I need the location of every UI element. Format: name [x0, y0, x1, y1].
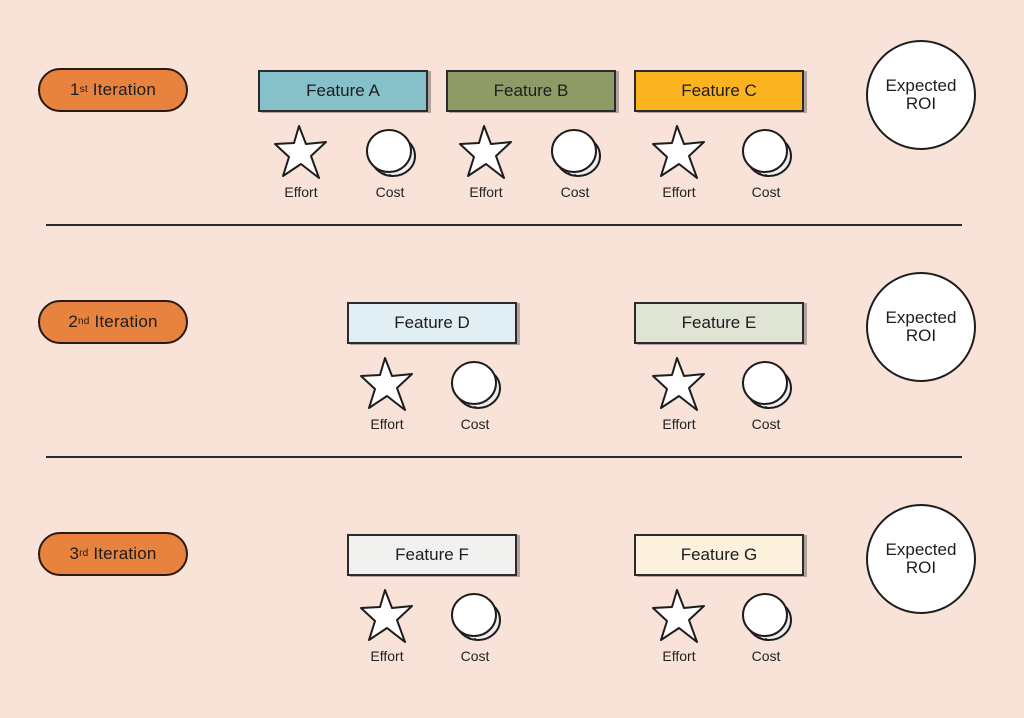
effort-label: Effort	[662, 184, 696, 200]
cost-label: Cost	[375, 184, 405, 200]
coin-icon	[731, 126, 801, 180]
feature-box: Feature C	[634, 70, 804, 112]
iteration-number: 2	[68, 312, 78, 331]
expected-roi-circle: Expected ROI	[866, 504, 976, 614]
iteration-suffix: rd	[79, 547, 89, 559]
star-icon	[451, 124, 521, 180]
effort-label: Effort	[662, 416, 696, 432]
star-icon	[644, 124, 714, 180]
coin-icon	[440, 358, 510, 412]
coin-icon	[440, 590, 510, 644]
effort-label: Effort	[370, 416, 404, 432]
coin-icon	[731, 358, 801, 412]
cost-label: Cost	[751, 648, 781, 664]
cost-label: Cost	[460, 648, 490, 664]
iteration-label: Iteration	[93, 544, 157, 563]
feature-box: Feature G	[634, 534, 804, 576]
cost-label: Cost	[751, 416, 781, 432]
feature-box: Feature B	[446, 70, 616, 112]
star-icon	[266, 124, 336, 180]
cost-label: Cost	[560, 184, 590, 200]
coin-icon	[731, 590, 801, 644]
feature-box: Feature E	[634, 302, 804, 344]
expected-roi-circle: Expected ROI	[866, 272, 976, 382]
iteration-label: Iteration	[94, 312, 158, 331]
effort-label: Effort	[284, 184, 318, 200]
star-icon	[352, 588, 422, 644]
divider	[46, 224, 962, 226]
coin-icon	[540, 126, 610, 180]
iteration-suffix: st	[79, 83, 88, 95]
iteration-label: Iteration	[92, 80, 156, 99]
effort-label: Effort	[662, 648, 696, 664]
feature-box: Feature D	[347, 302, 517, 344]
expected-roi-circle: Expected ROI	[866, 40, 976, 150]
feature-box: Feature A	[258, 70, 428, 112]
cost-label: Cost	[460, 416, 490, 432]
effort-label: Effort	[370, 648, 404, 664]
star-icon	[352, 356, 422, 412]
star-icon	[644, 356, 714, 412]
cost-label: Cost	[751, 184, 781, 200]
coin-icon	[355, 126, 425, 180]
divider	[46, 456, 962, 458]
iteration-number: 3	[69, 544, 80, 563]
iteration-number: 1	[69, 80, 80, 99]
iteration-suffix: nd	[77, 315, 90, 327]
effort-label: Effort	[469, 184, 503, 200]
feature-box: Feature F	[347, 534, 517, 576]
star-icon	[644, 588, 714, 644]
